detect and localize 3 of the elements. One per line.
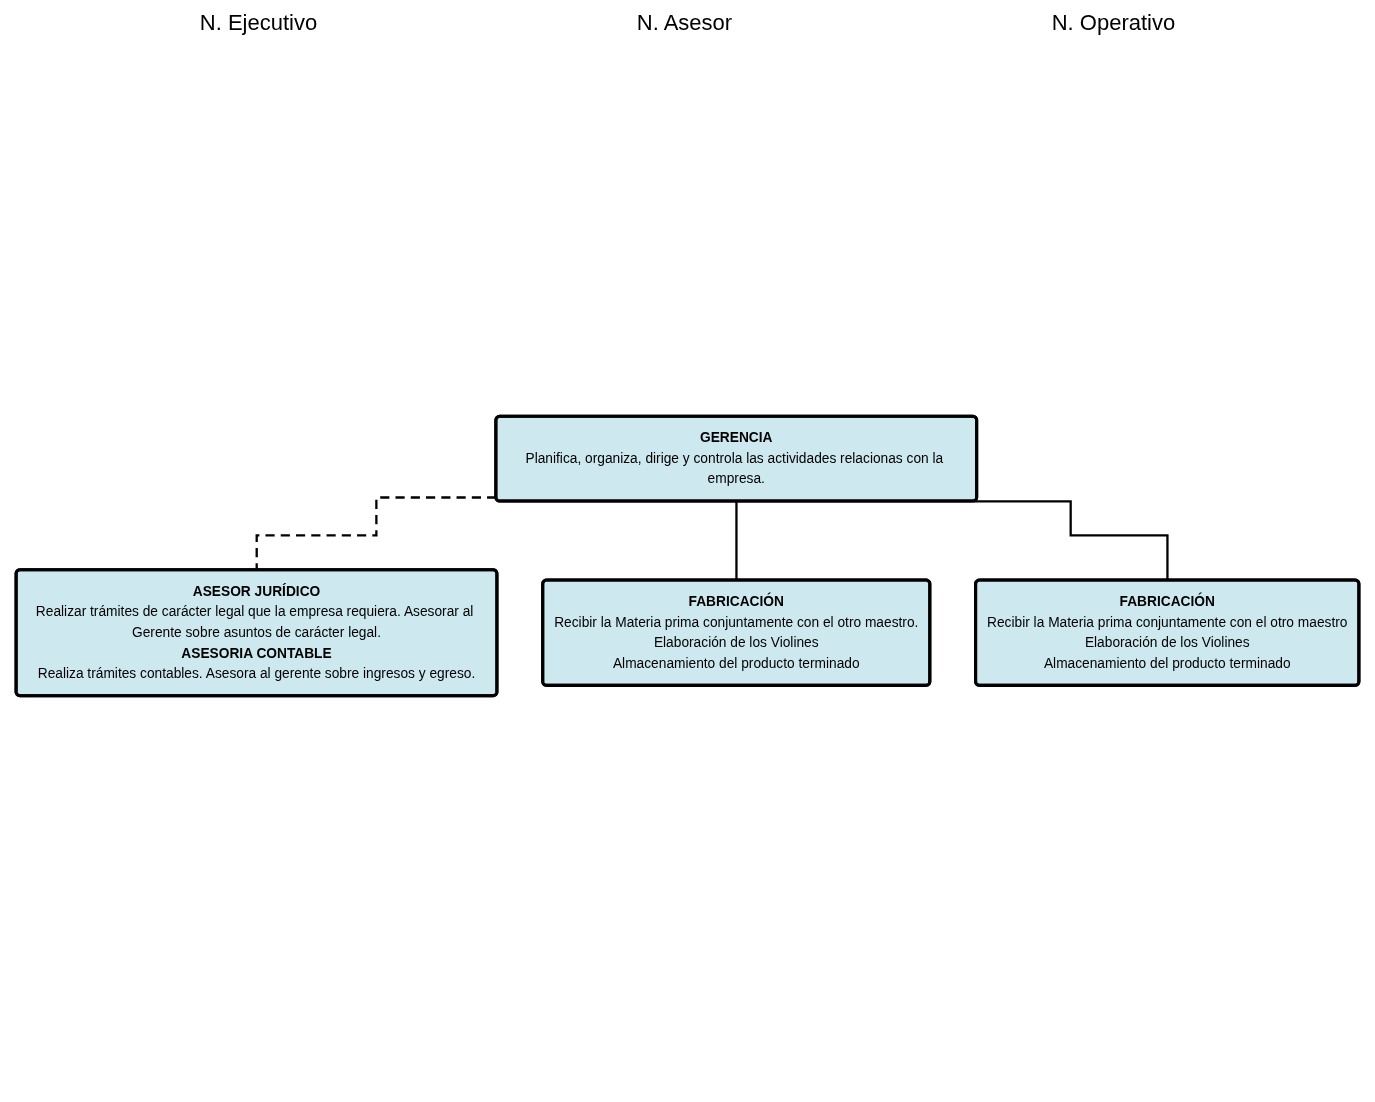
level-label: N. Operativo [1051,10,1176,36]
level-label: N. Asesor [636,10,733,36]
level-label: N. Ejecutivo [199,10,318,36]
